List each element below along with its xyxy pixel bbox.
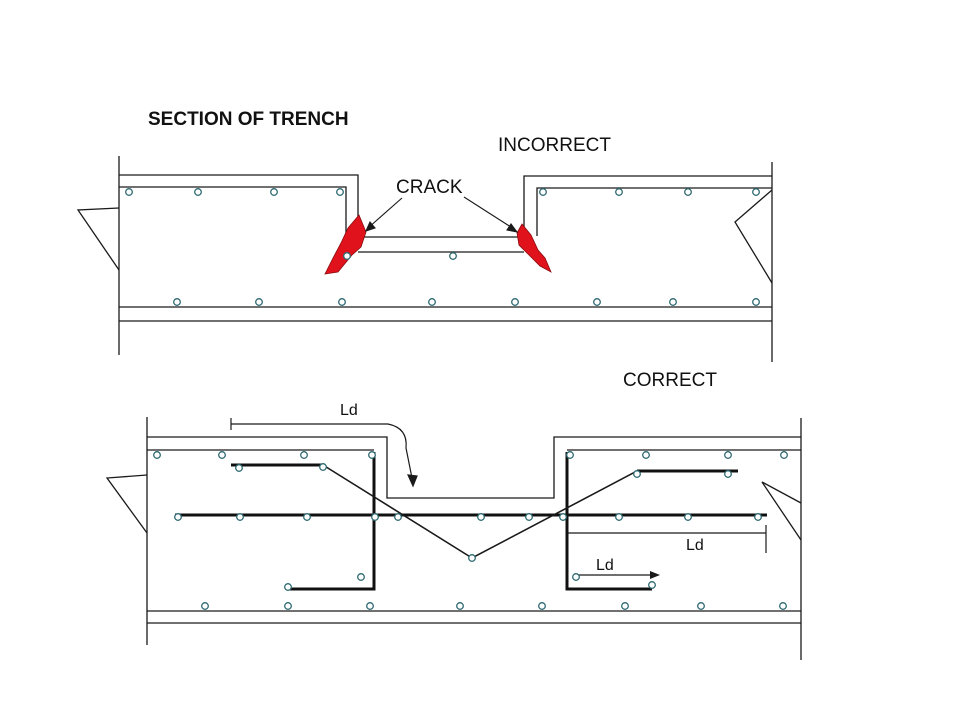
rebar-dot (368, 451, 376, 459)
crack-markers (324, 214, 552, 275)
rebar-dot (477, 513, 485, 521)
rebar-dot (303, 513, 311, 521)
incorrect-label: INCORRECT (498, 135, 611, 156)
rebar-dot (539, 188, 547, 196)
rebar-dot (456, 602, 464, 610)
crack-arrowhead-right (506, 223, 519, 233)
rebar-dot (194, 188, 202, 196)
rebar-dot (615, 188, 623, 196)
rebar-dot (684, 513, 692, 521)
ld-dimension-bottom (575, 571, 660, 579)
crack-left (324, 214, 367, 275)
crack-arrows (364, 196, 519, 233)
rebar-dot (724, 451, 732, 459)
rebar-dot (779, 602, 787, 610)
ld-dimension-right (567, 525, 767, 553)
right-l-bar (565, 452, 652, 591)
ld-top-arrowhead (407, 474, 418, 488)
rebar-dot (468, 554, 476, 562)
correct-label: CORRECT (623, 370, 717, 391)
incorrect-rebar-dots (125, 188, 760, 306)
rebar-dot (615, 513, 623, 521)
rebar-dot (724, 470, 732, 478)
rebar-dot (428, 298, 436, 306)
concrete-top-outline (147, 436, 801, 499)
crack-right (516, 223, 552, 273)
rebar-dot (218, 451, 226, 459)
rebar-dot (173, 298, 181, 306)
rebar-dot (357, 573, 365, 581)
rebar-dot (394, 513, 402, 521)
rebar-dot (621, 602, 629, 610)
rebar-dot (174, 513, 182, 521)
rebar-dot (752, 188, 760, 196)
rebar-dot (525, 513, 533, 521)
rebar-dot (284, 583, 292, 591)
rebar-dot (697, 602, 705, 610)
rebar-dot (566, 451, 574, 459)
rebar-dot (366, 602, 374, 610)
rebar-dot (300, 451, 308, 459)
rebar-dot (319, 463, 327, 471)
rebar-dot (572, 573, 580, 581)
rebar-dot (336, 188, 344, 196)
rebar-dot (153, 451, 161, 459)
rebar-dot (642, 451, 650, 459)
rebar-dot (284, 602, 292, 610)
rebar-dot (593, 298, 601, 306)
correct-rebar-dots (153, 451, 788, 610)
rebar-dot (780, 451, 788, 459)
ld-top-label: Ld (340, 402, 358, 419)
rebar-dot (559, 513, 567, 521)
rebar-dot (633, 470, 641, 478)
ld-bottom-label: Ld (596, 557, 614, 574)
correct-thick-rebars (175, 452, 767, 591)
bent-diagonal-bar (322, 464, 638, 559)
rebar-dot (235, 464, 243, 472)
break-symbol-right (734, 189, 773, 284)
correct-bent-bar (322, 464, 638, 559)
concrete-top-outline (119, 174, 772, 238)
left-l-bar (286, 452, 376, 591)
ld-top-curve (387, 423, 413, 479)
crack-arrow-left (367, 197, 403, 229)
crack-arrow-right (463, 196, 515, 230)
break-symbol-left (76, 207, 120, 271)
break-symbol-right (761, 481, 802, 541)
incorrect-slab (76, 156, 773, 362)
rebar-dot (270, 188, 278, 196)
ld-dimension-top (230, 418, 418, 488)
rebar-dot (538, 602, 546, 610)
ld-right-label: Ld (686, 537, 704, 554)
rebar-dot (648, 581, 656, 589)
rebar-dot (754, 513, 762, 521)
diagram-title: SECTION OF TRENCH (148, 109, 349, 130)
crack-arrowhead-left (364, 220, 376, 232)
rebar-dot (371, 513, 379, 521)
rebar-dot (125, 188, 133, 196)
rebar-dot (669, 298, 677, 306)
rebar-dot (511, 298, 519, 306)
ld-bottom-arrowhead (650, 571, 660, 579)
crack-label: CRACK (396, 177, 463, 198)
top-rebar-left (119, 186, 347, 236)
rebar-dot (684, 188, 692, 196)
rebar-dot (343, 252, 351, 260)
rebar-dot (201, 602, 209, 610)
break-symbol-left (105, 474, 148, 534)
rebar-dot (752, 298, 760, 306)
rebar-dot (449, 252, 457, 260)
top-rebar-right (536, 187, 772, 236)
rebar-dot (338, 298, 346, 306)
rebar-dot (255, 298, 263, 306)
rebar-dot (236, 513, 244, 521)
correct-slab (105, 417, 802, 660)
